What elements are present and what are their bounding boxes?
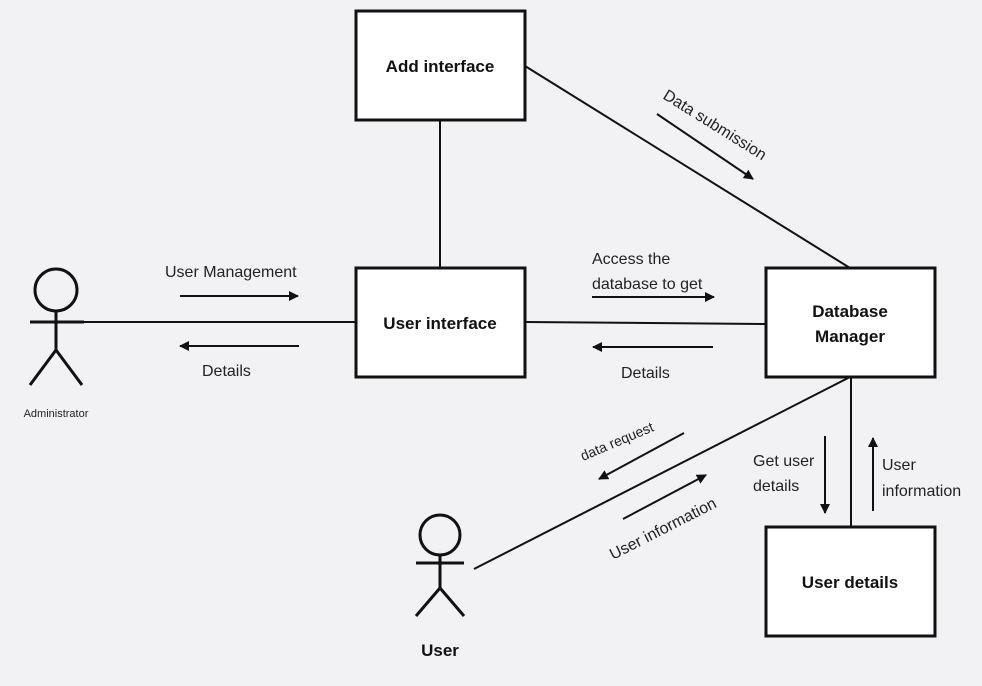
user-interface-label: User interface (383, 314, 496, 333)
administrator-actor (28, 267, 84, 386)
get-user-details-label-line1: Get user (753, 453, 815, 470)
details-admin-label: Details (202, 363, 251, 380)
user-interface-box: User interface (354, 266, 527, 379)
user-management-label: User Management (165, 264, 297, 281)
user-details-label: User details (802, 573, 898, 592)
user-details-box: User details (764, 525, 937, 638)
edge-add-to-database-manager (524, 65, 851, 269)
administrator-label: Administrator (24, 408, 89, 420)
data-request-arrow (598, 432, 685, 480)
edge-user-interface-to-database-manager (524, 321, 767, 325)
user-actor (414, 513, 466, 617)
get-user-details-label-line2: details (753, 478, 799, 495)
user-info-label-line2: information (882, 483, 961, 500)
details-db-label: Details (621, 365, 670, 382)
data-submission-arrow (656, 113, 754, 180)
user-info-label-line1: User (882, 457, 916, 474)
user-information-arrow (622, 474, 707, 520)
database-manager-box: Database Manager (764, 266, 937, 379)
add-interface-box: Add interface (354, 9, 527, 122)
database-manager-label-line2: Manager (815, 327, 885, 346)
data-request-label: data request (578, 419, 656, 464)
user-actor-label: User (421, 641, 459, 660)
access-label-line1: Access the (592, 251, 670, 268)
access-label-line2: database to get (592, 276, 703, 293)
edge-user-to-database-manager (473, 376, 851, 570)
add-interface-label: Add interface (386, 57, 495, 76)
database-manager-label-line1: Database (812, 302, 888, 321)
user-information-label: User information (607, 495, 719, 563)
